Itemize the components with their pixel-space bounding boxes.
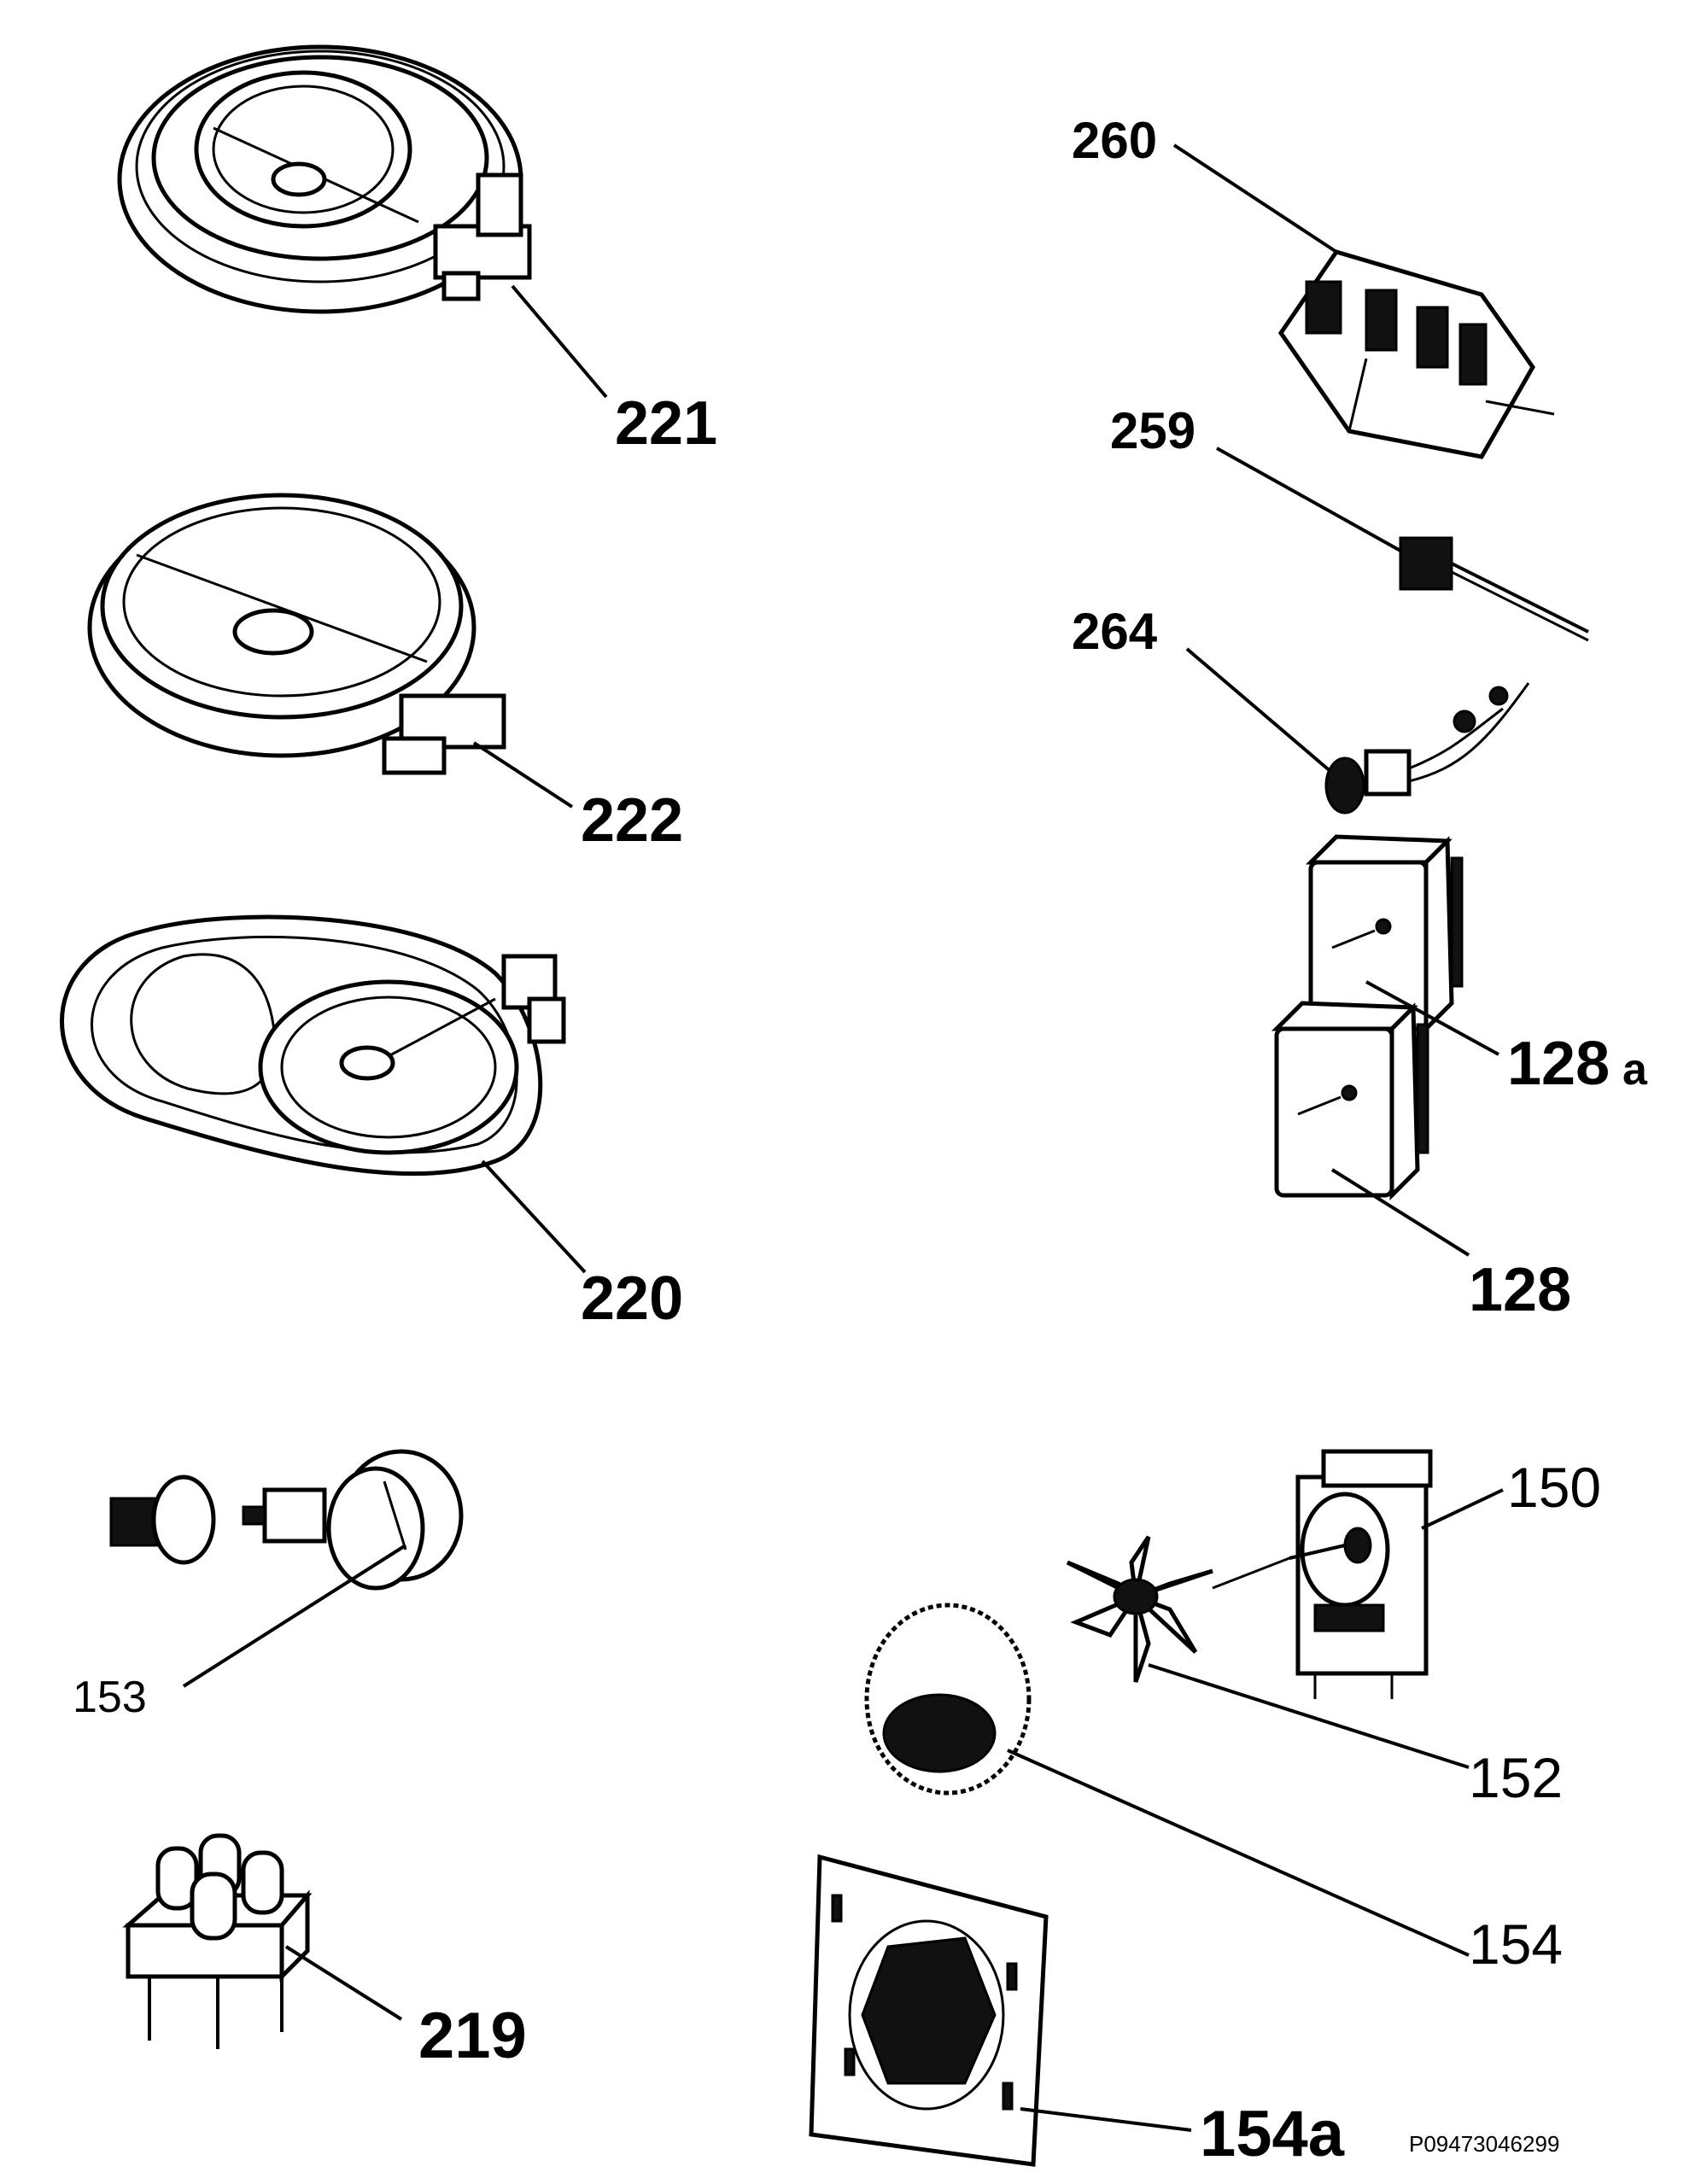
part-128a-energy-regulator	[1305, 834, 1464, 1035]
part-259-shaft-component	[1399, 536, 1589, 642]
part-260-selector-switch	[1277, 249, 1555, 459]
part-label-153: 153	[73, 1673, 147, 1722]
leader-line-219	[284, 1945, 403, 2021]
part-label-219: 219	[418, 2000, 527, 2072]
leader-line-222	[472, 741, 574, 809]
leader-line-128	[1330, 1168, 1470, 1257]
part-label-221: 221	[615, 389, 717, 458]
part-label-260: 260	[1072, 112, 1157, 169]
part-153-knob-assembly	[109, 1449, 464, 1591]
leader-line-260	[1172, 143, 1338, 254]
leader-line-152	[1148, 1663, 1470, 1769]
leader-line-153	[182, 1544, 407, 1688]
part-220-heating-element	[60, 914, 566, 1177]
leader-line-150	[1421, 1488, 1504, 1530]
part-label-152: 152	[1469, 1746, 1563, 1809]
part-264-wired-component	[1324, 682, 1530, 815]
part-label-128a-suffix: a	[1622, 1045, 1648, 1095]
leader-line-264	[1185, 647, 1334, 774]
part-128-energy-regulator	[1271, 1001, 1429, 1201]
part-label-259: 259	[1110, 402, 1195, 459]
leader-line-259	[1216, 447, 1401, 552]
part-222-heating-element	[87, 493, 506, 775]
leader-line-154	[1007, 1749, 1470, 1957]
part-150-fan-motor	[1289, 1449, 1433, 1699]
part-221-heating-element	[117, 44, 532, 314]
part-label-150: 150	[1507, 1456, 1601, 1519]
part-label-128a: 128	[1507, 1030, 1610, 1098]
part-label-154a: 154a	[1200, 2098, 1345, 2170]
leader-line-221	[511, 284, 608, 399]
drawing-id: P09473046299	[1409, 2131, 1559, 2157]
part-152-fan-impeller	[1066, 1535, 1290, 1683]
leader-line-220	[481, 1159, 587, 1274]
part-154a-fan-cover-panel	[809, 1854, 1049, 2167]
part-label-154: 154	[1469, 1912, 1563, 1976]
part-label-128: 128	[1469, 1256, 1571, 1324]
part-label-222: 222	[581, 786, 683, 855]
leader-line-128a	[1365, 980, 1499, 1056]
leader-line-154a	[1020, 2107, 1192, 2132]
part-label-264: 264	[1072, 603, 1158, 660]
part-154-round-filter	[864, 1603, 1032, 1796]
part-219-connector-block	[122, 1833, 313, 2049]
part-label-220: 220	[581, 1264, 683, 1333]
